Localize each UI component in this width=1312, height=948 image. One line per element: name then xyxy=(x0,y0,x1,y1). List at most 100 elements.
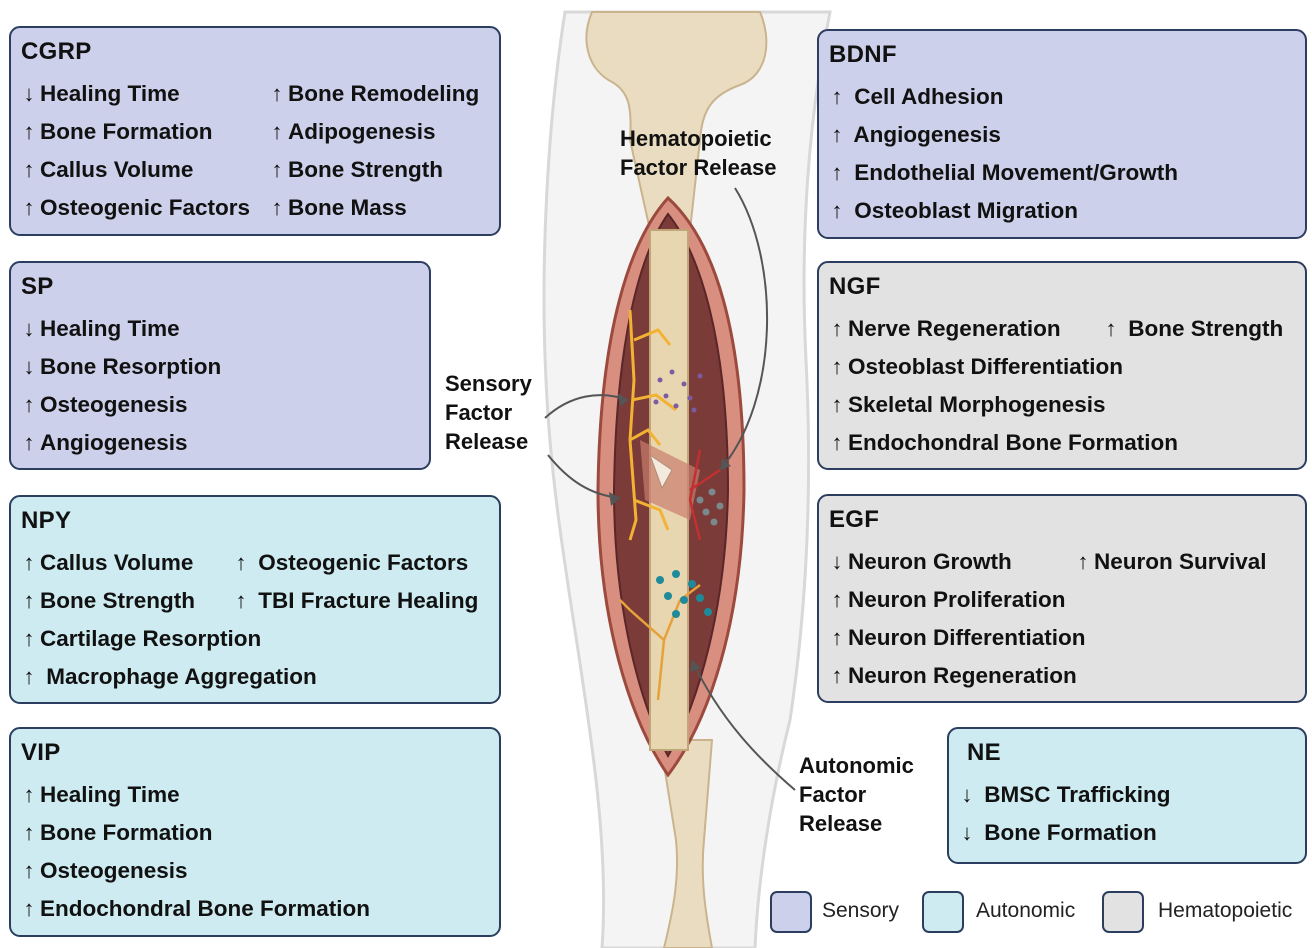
arrow-up-icon: ↑ xyxy=(21,194,37,222)
arrow-down-icon: ↓ xyxy=(21,353,37,381)
vip-item: ↑Healing Time xyxy=(21,781,180,809)
arrow-up-icon: ↑ xyxy=(829,83,845,111)
vip-box: VIP ↑Healing Time ↑Bone Formation ↑Osteo… xyxy=(9,727,501,937)
bdnf-item: ↑ Osteoblast Migration xyxy=(829,197,1078,225)
bdnf-item: ↑ Cell Adhesion xyxy=(829,83,1003,111)
arrow-up-icon: ↑ xyxy=(21,781,37,809)
cgrp-item: ↑Adipogenesis xyxy=(269,118,436,146)
arrow-down-icon: ↓ xyxy=(21,315,37,343)
sensory-callout: Sensory Factor Release xyxy=(445,369,532,456)
arrow-up-icon: ↑ xyxy=(21,549,37,577)
ne-item: ↓ Bone Formation xyxy=(959,819,1157,847)
hematopoietic-callout: Hematopoietic Factor Release xyxy=(620,124,777,182)
arrow-down-icon: ↓ xyxy=(21,80,37,108)
vip-title: VIP xyxy=(21,739,61,767)
npy-box: NPY ↑Callus Volume ↑Bone Strength ↑Carti… xyxy=(9,495,501,704)
npy-title: NPY xyxy=(21,507,71,535)
npy-item: ↑Callus Volume xyxy=(21,549,193,577)
egf-item: ↑Neuron Proliferation xyxy=(829,586,1066,614)
egf-item: ↑Neuron Regeneration xyxy=(829,662,1077,690)
legend-sensory-label: Sensory xyxy=(822,899,899,923)
ngf-item: ↑Nerve Regeneration xyxy=(829,315,1061,343)
legend-sensory-swatch xyxy=(770,891,812,933)
ne-item: ↓ BMSC Trafficking xyxy=(959,781,1171,809)
arrow-down-icon: ↓ xyxy=(959,819,975,847)
sp-title: SP xyxy=(21,273,54,301)
sp-item: ↓Bone Resorption xyxy=(21,353,221,381)
npy-item: ↑Bone Strength xyxy=(21,587,195,615)
arrow-up-icon: ↑ xyxy=(21,625,37,653)
arrow-up-icon: ↑ xyxy=(829,624,845,652)
arrow-up-icon: ↑ xyxy=(269,194,285,222)
arrow-up-icon: ↑ xyxy=(1075,548,1091,576)
arrow-up-icon: ↑ xyxy=(21,118,37,146)
arrow-up-icon: ↑ xyxy=(21,819,37,847)
arrow-up-icon: ↑ xyxy=(269,118,285,146)
cgrp-item: ↓Healing Time xyxy=(21,80,180,108)
sp-item: ↑Angiogenesis xyxy=(21,429,188,457)
vip-item: ↑Bone Formation xyxy=(21,819,213,847)
sp-box: SP ↓Healing Time ↓Bone Resorption ↑Osteo… xyxy=(9,261,431,470)
cgrp-item: ↑Bone Remodeling xyxy=(269,80,479,108)
arrow-up-icon: ↑ xyxy=(829,586,845,614)
cgrp-item: ↑Bone Formation xyxy=(21,118,213,146)
bdnf-item: ↑ Angiogenesis xyxy=(829,121,1001,149)
arrow-up-icon: ↑ xyxy=(21,391,37,419)
arrow-up-icon: ↑ xyxy=(21,663,37,691)
arrow-up-icon: ↑ xyxy=(233,549,249,577)
npy-item: ↑ TBI Fracture Healing xyxy=(233,587,478,615)
egf-item: ↑Neuron Survival xyxy=(1075,548,1267,576)
arrow-up-icon: ↑ xyxy=(829,353,845,381)
arrow-down-icon: ↓ xyxy=(959,781,975,809)
arrow-up-icon: ↑ xyxy=(233,587,249,615)
npy-item: ↑Cartilage Resorption xyxy=(21,625,261,653)
arrow-up-icon: ↑ xyxy=(21,857,37,885)
arrow-up-icon: ↑ xyxy=(829,662,845,690)
cgrp-item: ↑Bone Mass xyxy=(269,194,407,222)
arrow-up-icon: ↑ xyxy=(1103,315,1119,343)
ne-title: NE xyxy=(967,739,1001,767)
arrow-up-icon: ↑ xyxy=(829,391,845,419)
arrow-up-icon: ↑ xyxy=(21,156,37,184)
egf-box: EGF ↓Neuron Growth ↑Neuron Proliferation… xyxy=(817,494,1307,703)
ngf-item: ↑Osteoblast Differentiation xyxy=(829,353,1123,381)
ngf-item: ↑Endochondral Bone Formation xyxy=(829,429,1178,457)
cgrp-box: CGRP ↓Healing Time ↑Bone Formation ↑Call… xyxy=(9,26,501,236)
arrow-up-icon: ↑ xyxy=(21,429,37,457)
cgrp-item: ↑Osteogenic Factors xyxy=(21,194,250,222)
egf-item: ↑Neuron Differentiation xyxy=(829,624,1086,652)
arrow-up-icon: ↑ xyxy=(269,80,285,108)
sp-item: ↓Healing Time xyxy=(21,315,180,343)
arrow-up-icon: ↑ xyxy=(21,587,37,615)
arrow-up-icon: ↑ xyxy=(829,315,845,343)
ngf-title: NGF xyxy=(829,273,881,301)
legend-autonomic-swatch xyxy=(922,891,964,933)
arrow-up-icon: ↑ xyxy=(21,895,37,923)
ngf-box: NGF ↑Nerve Regeneration ↑Osteoblast Diff… xyxy=(817,261,1307,470)
vip-item: ↑Osteogenesis xyxy=(21,857,188,885)
legend-hematopoietic-label: Hematopoietic xyxy=(1158,899,1292,923)
arrow-up-icon: ↑ xyxy=(269,156,285,184)
ne-box: NE ↓ BMSC Trafficking ↓ Bone Formation xyxy=(947,727,1307,864)
bdnf-item: ↑ Endothelial Movement/Growth xyxy=(829,159,1178,187)
ngf-item: ↑ Bone Strength xyxy=(1103,315,1283,343)
arrow-down-icon: ↓ xyxy=(829,548,845,576)
npy-item: ↑ Macrophage Aggregation xyxy=(21,663,317,691)
arrow-up-icon: ↑ xyxy=(829,159,845,187)
cgrp-item: ↑Callus Volume xyxy=(21,156,193,184)
bdnf-title: BDNF xyxy=(829,41,897,69)
bdnf-box: BDNF ↑ Cell Adhesion ↑ Angiogenesis ↑ En… xyxy=(817,29,1307,239)
vip-item: ↑Endochondral Bone Formation xyxy=(21,895,370,923)
legend-hematopoietic-swatch xyxy=(1102,891,1144,933)
ngf-item: ↑Skeletal Morphogenesis xyxy=(829,391,1106,419)
sp-item: ↑Osteogenesis xyxy=(21,391,188,419)
egf-title: EGF xyxy=(829,506,879,534)
egf-item: ↓Neuron Growth xyxy=(829,548,1012,576)
legend-autonomic-label: Autonomic xyxy=(976,899,1075,923)
cgrp-title: CGRP xyxy=(21,38,92,66)
autonomic-callout: Autonomic Factor Release xyxy=(799,751,914,838)
arrow-up-icon: ↑ xyxy=(829,197,845,225)
arrow-up-icon: ↑ xyxy=(829,429,845,457)
cgrp-item: ↑Bone Strength xyxy=(269,156,443,184)
arrow-up-icon: ↑ xyxy=(829,121,845,149)
